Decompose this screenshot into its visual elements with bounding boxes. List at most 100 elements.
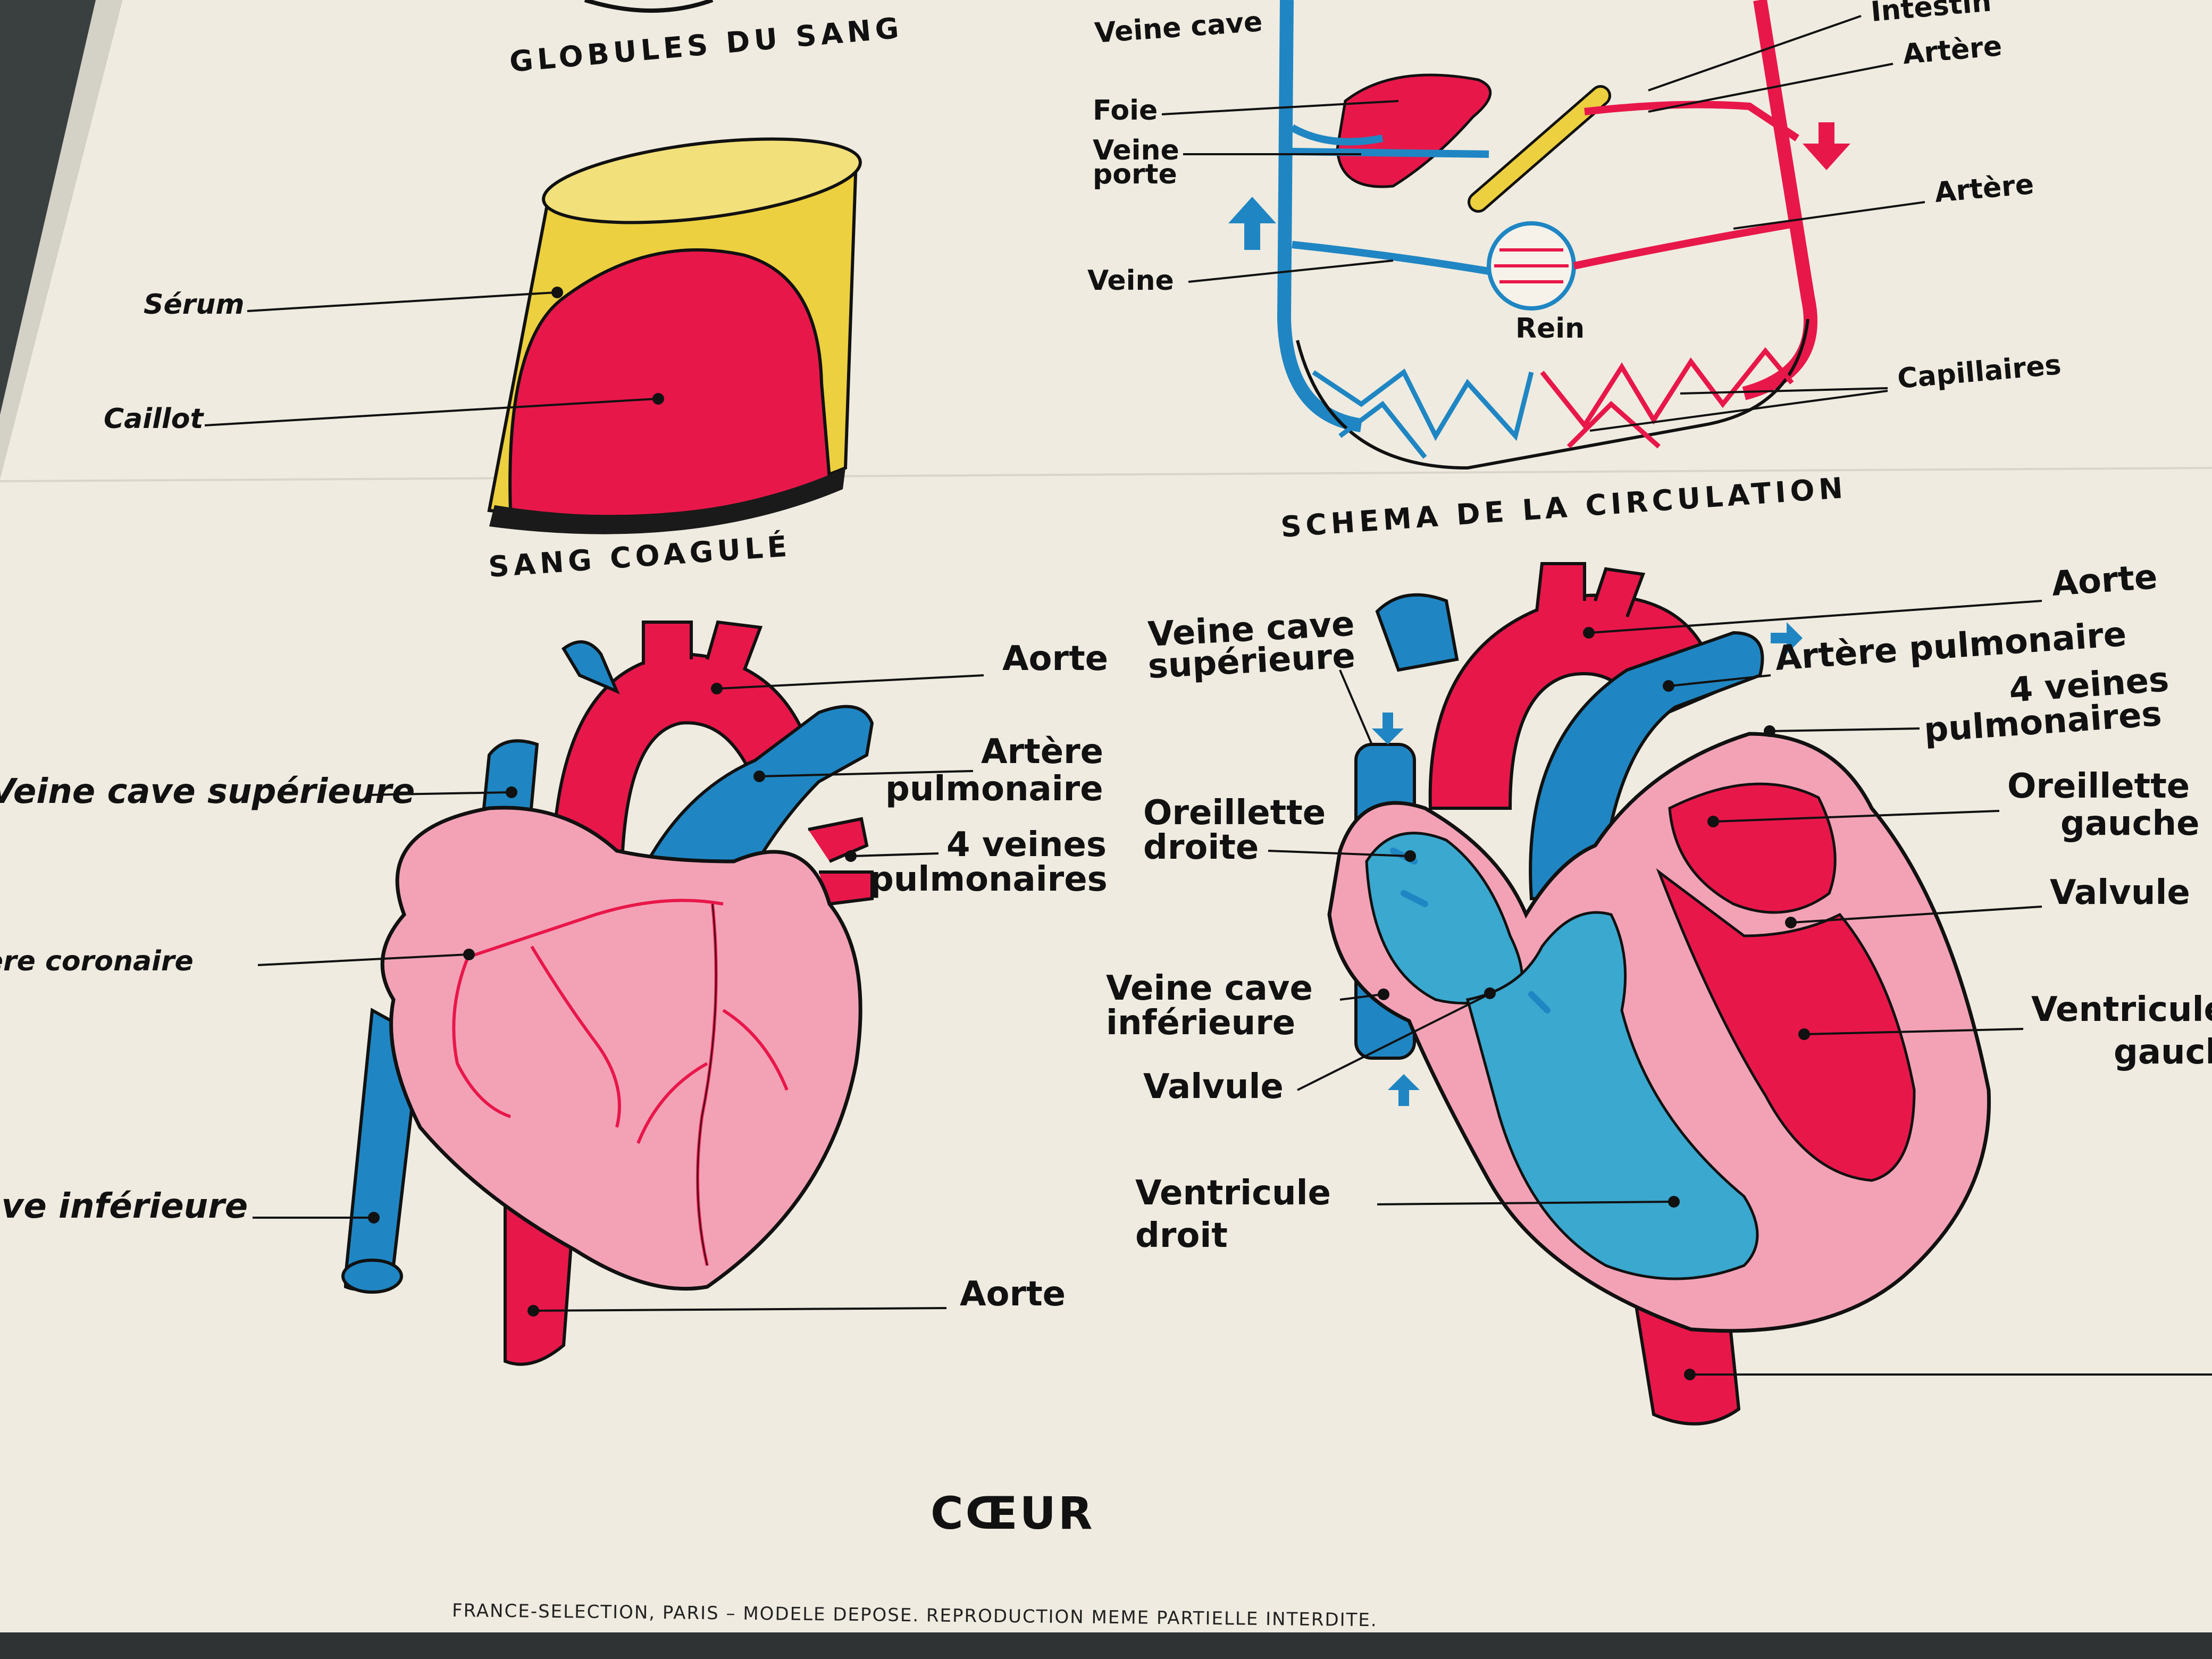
poster-title: CŒUR [931,1487,1095,1539]
sec-right-ventricle-label-2: droit [1135,1216,1228,1255]
ext-coronary-leader [257,953,468,966]
ext-aorta-top-leader [717,674,984,690]
sec-valve-right-leader [1791,906,2042,924]
sec-red-flow-arrows [1752,848,1790,1003]
sec-inf-vena-cava-label-2: inférieure [1106,1003,1295,1043]
sec-pulm-veins-leader [1770,727,1920,732]
ext-coronary-dot [463,949,475,960]
ext-pulm-veins-dot [845,850,857,862]
sec-right-atrium [1365,832,1523,1005]
sec-valve-right-dot [1785,917,1797,928]
ext-pulm-artery-label-2: pulmonaire [885,769,1103,809]
heart-section-panel: Aorte Artère pulmonaire Veine cave supér… [1106,557,2212,1426]
ext-aortic-branch-left [562,640,620,694]
sec-left-atrium-leader [1714,810,2000,823]
sec-aorta-label: Aorte [2050,557,2159,604]
sec-right-ventricle-dot [1668,1196,1680,1208]
ext-aortic-branches [642,620,763,671]
blood-cells-dish-edge [584,0,714,13]
ext-inf-vena-cava-label: Veine cave inférieure [0,1187,248,1226]
sec-pulm-artery-dot [1663,680,1674,692]
sec-right-ventricle-leader [1377,1201,1673,1205]
ext-heart-body [380,806,862,1291]
poster-fold-line [0,467,2212,482]
beaker-rim [542,137,862,224]
sec-inf-vena-cava-label-1: Veine cave [1106,969,1313,1008]
sec-left-atrium-label-2: gauche [2060,804,2199,843]
sec-bottom-blue-arrow [1388,1074,1420,1106]
sec-aorta-leader [1589,600,2042,634]
sec-left-ventricle-dot [1798,1028,1810,1040]
beaker-base-shadow [489,468,845,534]
sec-sup-vena-cava-leader [1339,669,1373,745]
intestine-fill [1470,88,1608,210]
ext-pulm-artery-label-1: Artère [981,732,1103,772]
clot-leader [204,398,657,426]
sec-right-ventricle-label-1: Ventricule [1135,1174,1331,1213]
venous-flow-arrow [1228,197,1276,250]
sec-sup-vena-cava [1375,593,1459,672]
sec-right-atrium-label-1: Oreillette [1143,793,1326,833]
capillary-basin [1296,319,1809,470]
liver-label: Foie [1093,95,1158,127]
capillaries-red [1540,347,1794,449]
intestine-leader [1648,15,1862,91]
ext-pulm-artery-dot [753,770,765,782]
sec-left-ventricle-label-1: Ventricule [2031,990,2212,1029]
capillaries-blue [1312,368,1534,459]
ext-aorta-bottom-label: Aorte [960,1275,1066,1314]
portal-vein-label-1: Veine [1093,135,1179,166]
sec-aorta-dot [1583,627,1595,639]
ext-aorta-bottom-dot [527,1305,539,1317]
arterial-flow-arrow [1803,122,1850,170]
heart-exterior-panel: Aorte Artère pulmonaire Veine cave supér… [0,620,1108,1366]
sec-pulm-arrow [1771,622,1803,654]
capillaries-leader-1 [1680,387,1888,395]
sec-aorta-bottom-dot [1684,1369,1696,1380]
sec-aortic-branches [1535,562,1646,618]
ext-pulmonary-artery [625,705,874,906]
serum-leader [247,291,556,312]
ext-aorta-bottom-leader [534,1307,947,1312]
circulation-vena-cava [1277,0,1363,432]
ext-sup-vena-cava-dot [506,786,517,798]
kidney-capillaries [1494,248,1569,283]
ext-pulm-veins-leader [853,852,939,857]
artery-top-leader [1648,63,1893,113]
sec-left-atrium [1668,782,1837,914]
sec-pulmonary-artery [1529,631,1764,900]
vein-label: Veine [1087,265,1174,297]
ext-aorta-top-label: Aorte [1002,639,1108,678]
ext-aorta-top-dot [711,683,723,694]
portal-vein [1290,124,1489,158]
artery-mid-leader [1733,201,1925,230]
sec-valve-left-label: Valvule [1143,1067,1284,1107]
ext-sup-vena-cava-label: Veine cave supérieure [0,772,415,811]
sec-pulm-veins-dot [1764,725,1775,737]
ext-coronary-label: Artère coronaire [0,945,194,977]
clot-label: Caillot [104,403,204,435]
ext-pulm-veins-label-1: 4 veines [946,825,1107,865]
capillaries-leader-2 [1589,390,1888,432]
artery-to-intestine [1584,100,1799,141]
sec-left-ventricle-label-2: gauche [2114,1033,2212,1072]
sec-right-atrium-label-2: droite [1143,828,1259,867]
poster-bottom-edge [0,1632,2212,1659]
sec-left-ventricle [1656,868,1916,1182]
sec-left-atrium-label-1: Oreillette [2007,767,2190,806]
kidney-label: Rein [1515,313,1585,345]
ext-sup-vena-cava-leader [366,791,511,796]
liver-leader [1161,100,1399,115]
sec-valve-left-leader [1297,993,1489,1091]
sec-left-ventricle-leader [1805,1028,2024,1035]
poster-shadow-edge [0,0,122,479]
sec-right-atrium-dot [1404,850,1416,862]
sec-inf-vena-cava-leader [1339,993,1383,1001]
sec-top-blue-arrow [1372,713,1404,744]
serum-dot [551,287,563,298]
serum-label: Sérum [144,289,245,321]
circulation-aorta [1742,0,1817,400]
ext-pulm-artery-leader [760,770,974,777]
ext-coronary-outline [697,903,717,1266]
